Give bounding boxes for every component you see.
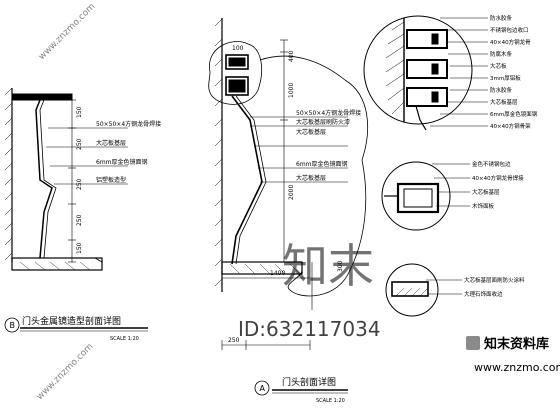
detail-top-labels: 防水胶条 不锈钢包边收口 40×40方钢龙骨 防腐木条 大芯板 3mm厚铝板 防… — [490, 14, 538, 130]
dim-b-5: 150 — [76, 242, 83, 254]
dim-a-top: 100 — [232, 45, 244, 52]
dim-b-4: 250 — [76, 214, 83, 226]
dim-b-2: 250 — [76, 138, 83, 150]
detail-mid-label-2: 40×40方钢龙骨焊接 — [472, 174, 524, 182]
dim-a-v1: 400 — [288, 50, 295, 62]
detail-top-label-5: 大芯板 — [490, 62, 507, 70]
marker-a: A — [260, 384, 266, 393]
detail-bottom-labels: 大芯板基层面刷防火涂料 大理石饰面收边 — [464, 276, 525, 298]
watermark-logo-text: 知末资料库 — [484, 336, 549, 352]
watermark-brand: 知末 — [282, 239, 374, 293]
title-block-a: A 门头剖面详图 SCALE 1:20 — [254, 376, 348, 404]
dim-a-b2: 1400 — [270, 270, 285, 277]
title-b: 门头金属镜造型剖面详图 — [22, 315, 121, 327]
detail-bottom-label-1: 大芯板基层面刷防火涂料 — [464, 276, 525, 284]
label-a-4: 6mm厚金色镜面钢 — [296, 160, 348, 168]
watermark-url: www.znzmo.com — [474, 361, 560, 374]
detail-mid-label-4: 木饰面板 — [472, 202, 495, 210]
label-a-1: 50×50×4方钢龙骨焊接 — [296, 109, 361, 117]
section-a-labels: 50×50×4方钢龙骨焊接 大芯板基层刷防火漆 大芯板基层 6mm厚金色镜面钢 … — [296, 109, 361, 182]
label-b-1: 50×50×4方钢龙骨焊接 — [96, 120, 161, 128]
watermark-logo-box — [466, 336, 480, 350]
detail-bottom-label-2: 大理石饰面收边 — [464, 290, 503, 298]
section-b — [4, 87, 128, 271]
detail-mid-labels: 金色不锈钢包边 40×40方钢龙骨焊接 大芯板基层 木饰面板 — [472, 160, 524, 210]
marker-b: B — [10, 321, 16, 330]
detail-top-label-3: 40×40方钢龙骨 — [490, 38, 531, 46]
dim-a-right: 300 — [337, 260, 344, 272]
watermark-id: ID:632117034 — [238, 317, 381, 341]
detail-top-label-9: 6mm厚金色镜面钢 — [490, 110, 538, 118]
label-b-4: 铝塑板造型 — [96, 176, 126, 184]
detail-top-label-10: 40×40方钢骨架 — [490, 122, 531, 130]
detail-mid-label-1: 金色不锈钢包边 — [472, 160, 511, 168]
detail-top-label-1: 防水胶条 — [490, 14, 513, 22]
label-a-2: 大芯板基层刷防火漆 — [296, 118, 350, 126]
label-a-3: 大芯板基层 — [296, 128, 326, 136]
detail-top-label-8: 大芯板基层 — [490, 98, 518, 106]
dim-a-v3: 2000 — [288, 185, 295, 200]
detail-top-label-2: 不锈钢包边收口 — [490, 26, 529, 34]
detail-circle-top — [363, 15, 488, 131]
section-a-dimension-texts: 100 400 1000 2000 300 250 1400 — [228, 45, 344, 344]
dim-b-1: 150 — [76, 106, 83, 118]
dim-a-v2: 1000 — [288, 83, 295, 98]
scale-b: SCALE 1:20 — [110, 336, 139, 342]
watermark-side-url-1: www.znzmo.com — [37, 2, 97, 62]
detail-circle-bottom — [385, 263, 462, 317]
dim-b-3: 250 — [76, 178, 83, 190]
label-a-5: 大芯板基层 — [296, 174, 326, 182]
watermark: 知末 ID:632117034 知末资料库 www.znzmo.com www.… — [35, 2, 560, 402]
detail-top-label-4: 防腐木条 — [490, 50, 513, 58]
section-b-labels: 50×50×4方钢龙骨焊接 大芯板基层 6mm厚金色镜面钢 铝塑板造型 — [96, 120, 161, 184]
detail-top-label-7: 防水胶条 — [490, 86, 513, 94]
detail-mid-label-3: 大芯板基层 — [472, 188, 500, 196]
label-b-2: 大芯板基层 — [96, 139, 126, 147]
detail-circle-mid — [381, 161, 470, 231]
scale-a: SCALE 1:20 — [316, 398, 345, 404]
section-a — [208, 18, 368, 350]
detail-top-label-6: 3mm厚铝板 — [490, 74, 521, 82]
title-a: 门头剖面详图 — [282, 376, 336, 388]
watermark-side-url-2: www.znzmo.com — [35, 342, 95, 402]
label-b-3: 6mm厚金色镜面钢 — [96, 158, 148, 166]
section-b-dimension-texts: 150 250 250 250 150 — [76, 106, 83, 254]
dim-a-b1: 250 — [228, 337, 240, 344]
title-block-b: B 门头金属镜造型剖面详图 SCALE 1:20 — [4, 315, 148, 342]
